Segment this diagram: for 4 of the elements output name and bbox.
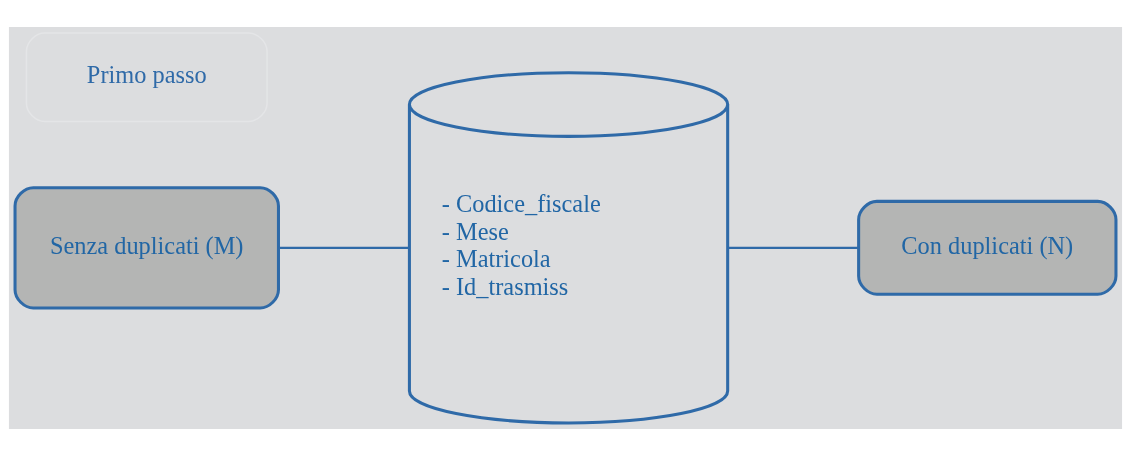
connector (278, 246, 409, 249)
connector (727, 246, 859, 249)
node-box: Senza duplicati (M) (13, 186, 280, 310)
node-box: Con duplicati (N) (857, 199, 1118, 296)
